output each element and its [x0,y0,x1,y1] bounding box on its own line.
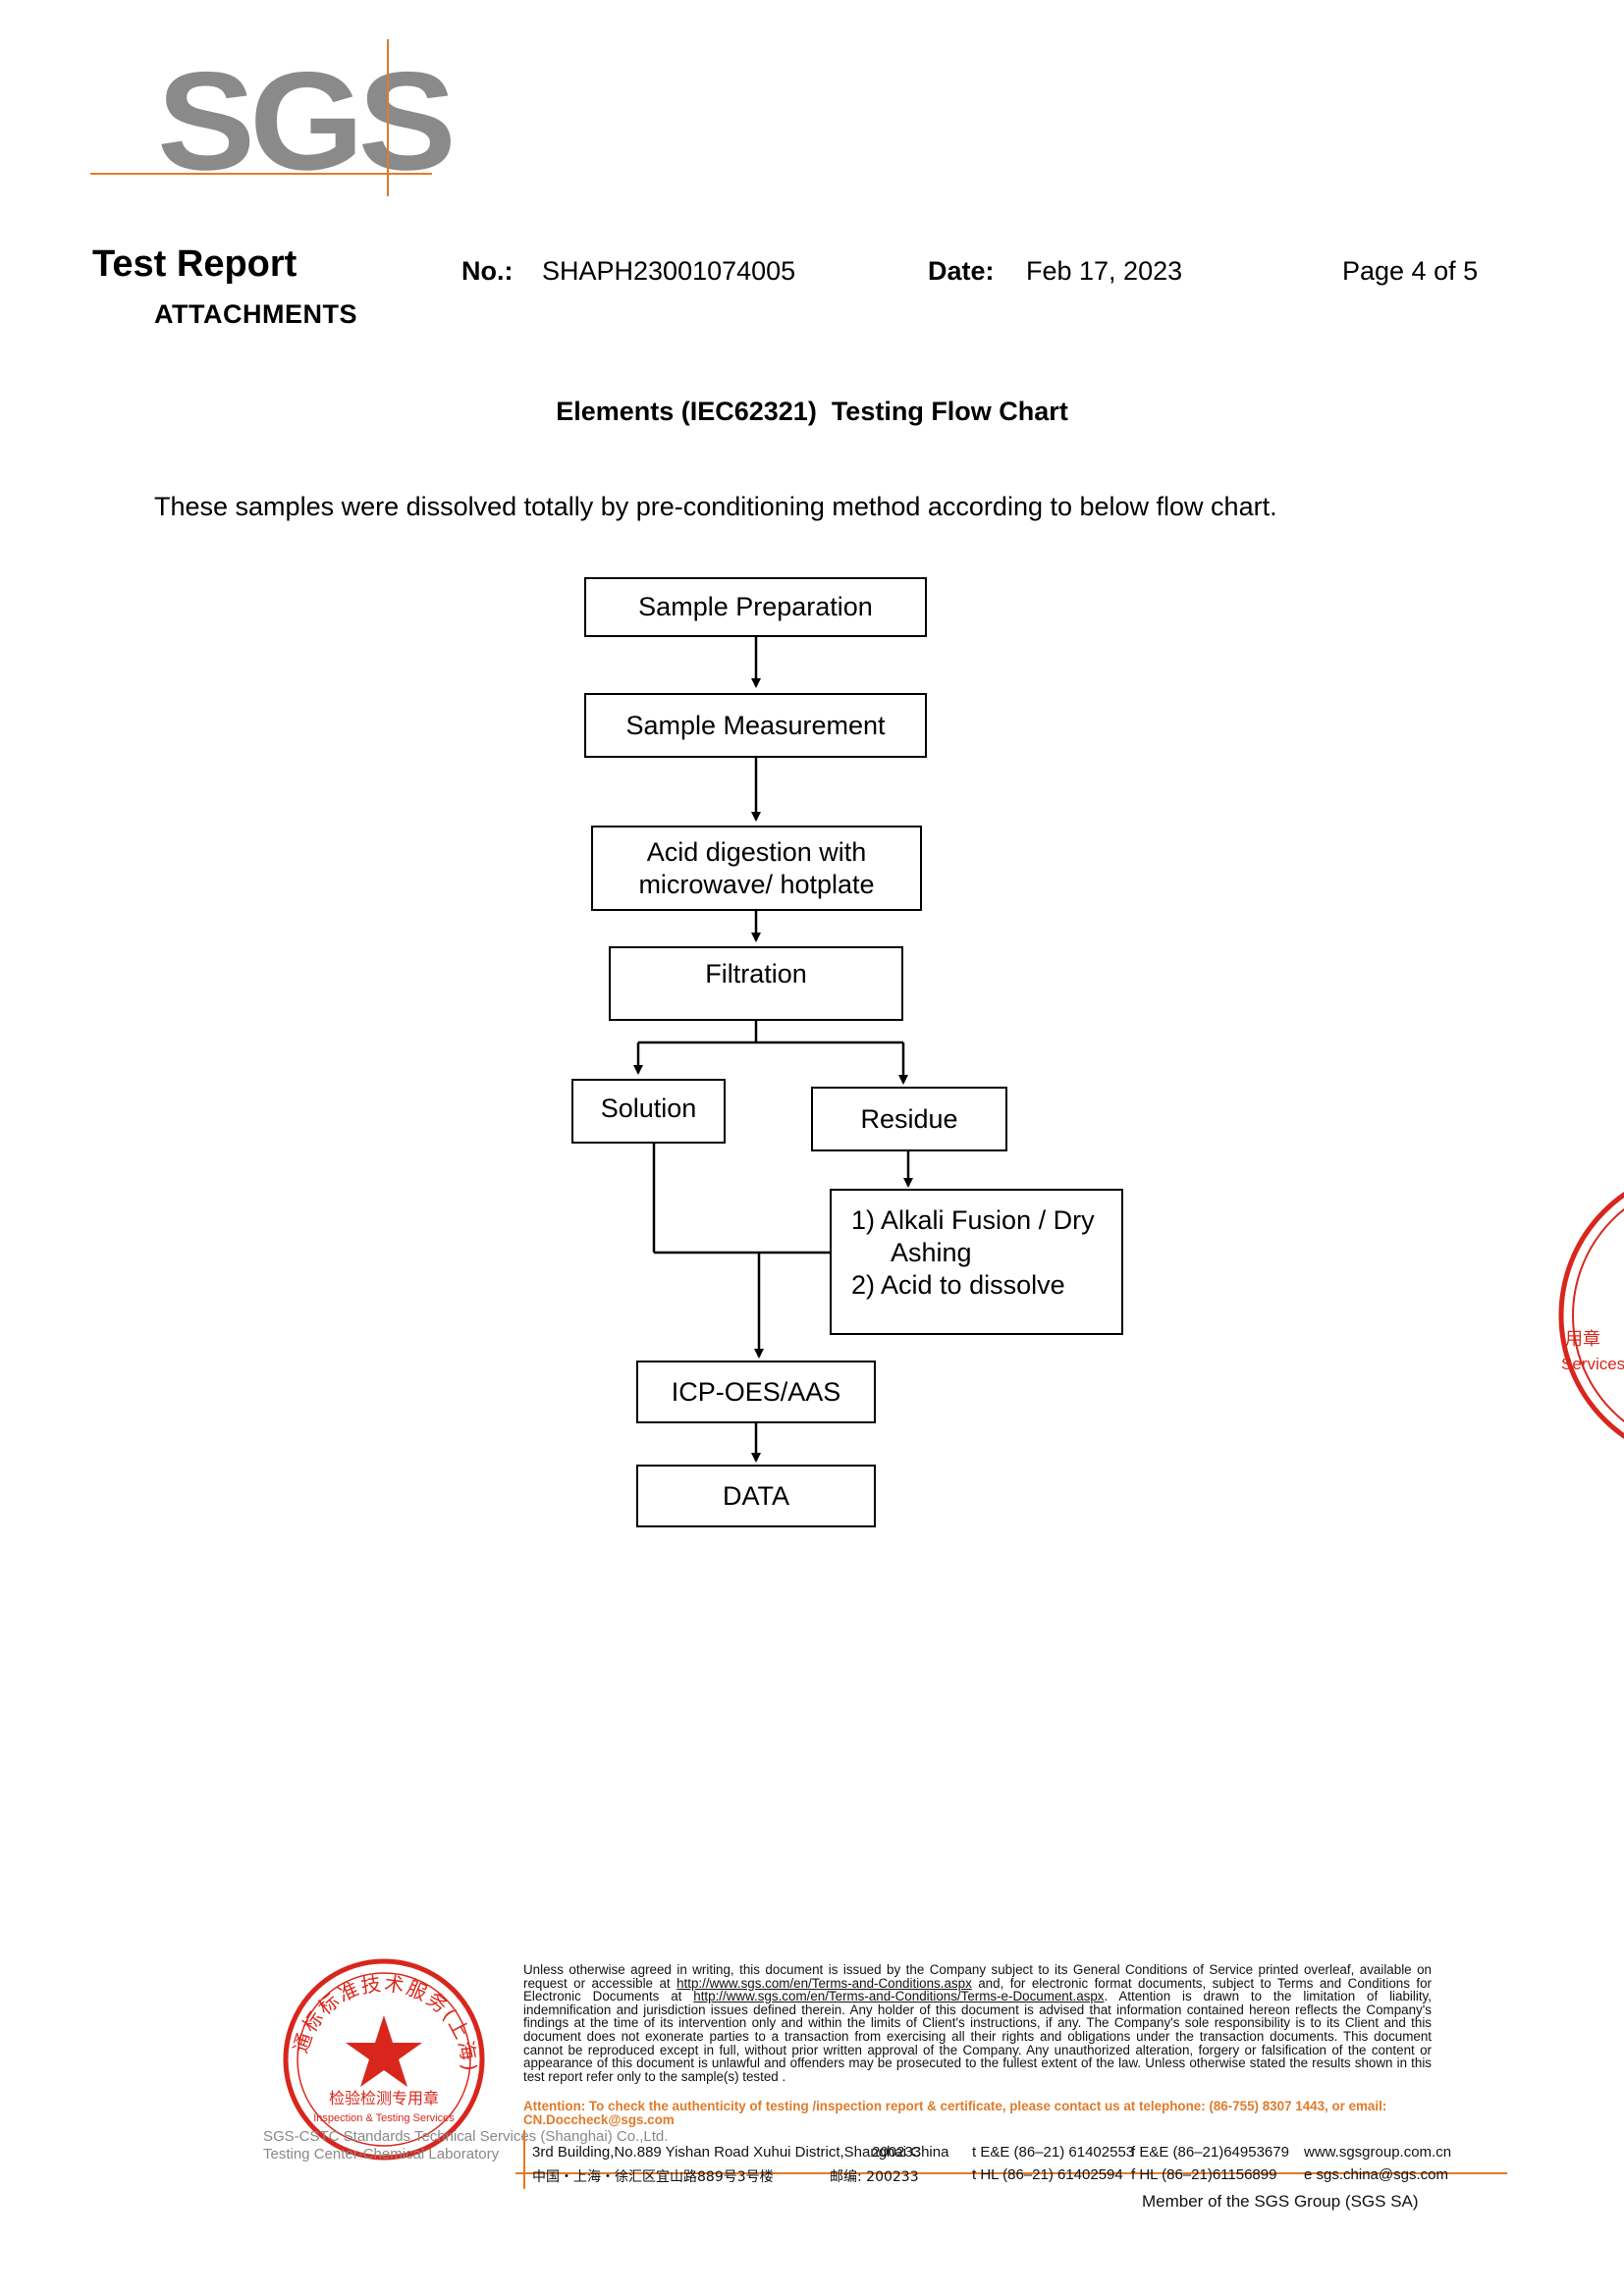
box-label: Residue [860,1103,958,1134]
svg-text:用章: 用章 [1565,1329,1600,1350]
box-label-line1: Acid digestion with [646,836,867,867]
tel-ee: t E&E (86–21) 61402553 [972,2144,1135,2161]
date-label: Date: [928,256,995,286]
box-sample-measurement: Sample Measurement [584,693,927,758]
seal-cn-label: 检验检测专用章 [329,2089,439,2108]
company-name-block: SGS-CSTC Standards Technical Services (S… [263,2128,668,2163]
company-seal: 通标标准技术服务(上海)有限公司 检验检测专用章 Inspection & Te… [281,1956,485,2161]
testing-center: Testing Center-Chemical Laboratory [263,2146,500,2163]
disclaimer-part: . Attention is drawn to the limitation o… [523,1989,1432,2084]
terms-disclaimer: Unless otherwise agreed in writing, this… [523,1963,1432,2083]
partial-seal-right: 用章 Services [1558,1192,1624,1439]
box-label-line3: 2) Acid to dissolve [851,1269,1065,1300]
box-sample-preparation: Sample Preparation [584,577,927,637]
box-label: ICP-OES/AAS [671,1376,841,1407]
box-solution: Solution [571,1079,726,1144]
company-name: SGS-CSTC Standards Technical Services (S… [263,2128,669,2145]
page-number: Page 4 of 5 [1342,256,1479,286]
logo-vertical-line [387,39,389,196]
box-label-line2: Ashing [891,1237,972,1267]
footer-divider-vertical [523,2130,525,2189]
fax-ee: f E&E (86–21)64953679 [1131,2144,1289,2161]
member-statement: Member of the SGS Group (SGS SA) [1142,2192,1419,2211]
report-number-value: SHAPH23001074005 [542,256,796,286]
logo-underline [90,173,432,175]
box-label: Sample Measurement [625,710,886,740]
box-label: Sample Preparation [638,592,873,622]
address-en: 3rd Building,No.889 Yishan Road Xuhui Di… [532,2144,949,2161]
intro-text: These samples were dissolved totally by … [154,492,1277,521]
sgs-logo: SGS [157,42,457,199]
terms-e-document-link[interactable]: http://www.sgs.com/en/Terms-and-Conditio… [693,1989,1105,2004]
box-icp-oes-aas: ICP-OES/AAS [636,1361,876,1423]
fax-hl: f HL (86–21)61156899 [1131,2166,1277,2183]
website: www.sgsgroup.com.cn [1304,2144,1452,2161]
disclaimer-part: Unless otherwise agreed in writing, this… [523,1962,1432,1991]
address-cn: 中国・上海・徐汇区宜山路889号3号楼 [532,2169,774,2185]
box-data: DATA [636,1465,876,1527]
postcode-cn: 邮编: 200233 [830,2169,919,2185]
box-label-line1: 1) Alkali Fusion / Dry [851,1205,1095,1235]
disclaimer-part: and, for electronic format documents, su… [523,1975,1433,2004]
attachments-label: ATTACHMENTS [154,299,357,329]
section-heading: Elements (IEC62321) Testing Flow Chart [556,397,1068,426]
box-label: DATA [722,1480,789,1511]
terms-link[interactable]: http://www.sgs.com/en/Terms-and-Conditio… [677,1975,972,1991]
box-filtration: Filtration [609,946,903,1021]
box-acid-digestion: Acid digestion with microwave/ hotplate [591,826,922,911]
box-residue: Residue [811,1087,1007,1151]
report-title: Test Report [92,243,298,285]
box-label: Filtration [705,959,807,988]
seal-en-label: Inspection & Testing Services [313,2112,455,2124]
box-label-line2: microwave/ hotplate [638,869,875,899]
svg-text:Services: Services [1561,1355,1624,1373]
box-label: Solution [600,1094,697,1123]
report-number-label: No.: [461,256,514,286]
authenticity-attention: Attention: To check the authenticity of … [523,2099,1387,2127]
email: e sgs.china@sgs.com [1304,2166,1448,2183]
tel-hl: t HL (86–21) 61402594 [972,2166,1123,2183]
footer-divider [515,2172,1507,2174]
box-alkali-fusion: 1) Alkali Fusion / Dry Ashing 2) Acid to… [830,1189,1123,1335]
postcode-en: 200233 [872,2144,922,2161]
date-value: Feb 17, 2023 [1026,256,1183,286]
